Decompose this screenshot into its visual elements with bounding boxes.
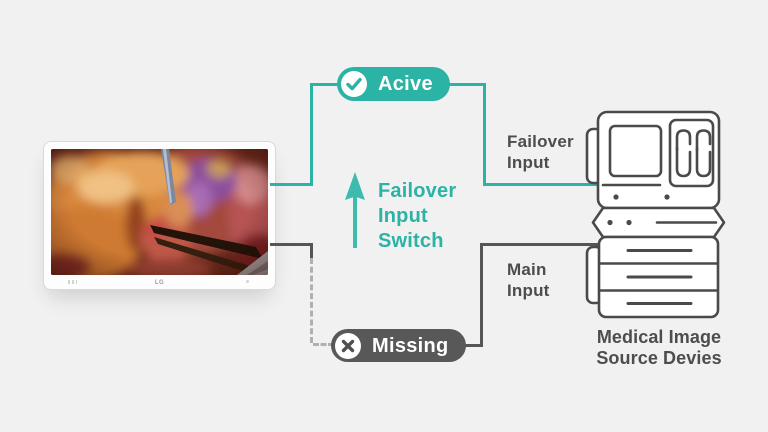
scope-connector-icon bbox=[695, 146, 712, 178]
failover-input-label: Failover Input bbox=[507, 132, 574, 172]
scope-connector-icon bbox=[695, 129, 712, 152]
missing-status-badge: Missing bbox=[331, 329, 466, 362]
failover-line-down bbox=[483, 83, 486, 186]
failover-line-up bbox=[310, 83, 313, 186]
monitor-screen bbox=[51, 149, 268, 275]
main-line-dashed-down bbox=[310, 258, 313, 343]
device-scope-panel bbox=[668, 118, 715, 188]
device-screen bbox=[608, 124, 663, 178]
main-line-from-badge bbox=[455, 344, 483, 347]
arrow-up-icon bbox=[345, 172, 365, 248]
bezel-indicator bbox=[246, 280, 249, 283]
main-line-to-device bbox=[480, 243, 600, 246]
x-circle-icon bbox=[335, 332, 361, 359]
surgical-monitor: LG bbox=[43, 141, 276, 290]
failover-line-from-monitor bbox=[270, 183, 313, 186]
active-status-badge: Acive bbox=[337, 67, 450, 101]
main-line-stub bbox=[310, 243, 313, 258]
main-line-from-monitor bbox=[270, 243, 313, 246]
missing-badge-label: Missing bbox=[372, 334, 449, 357]
active-badge-label: Acive bbox=[378, 73, 433, 95]
failover-line-to-device bbox=[483, 183, 600, 186]
lg-logo: LG bbox=[154, 280, 165, 286]
scope-connector-icon bbox=[675, 146, 692, 178]
failover-switch-label: Failover Input Switch bbox=[378, 180, 457, 252]
main-input-label: Main Input bbox=[507, 260, 550, 300]
device-label: Medical Image Source Devies bbox=[596, 327, 722, 368]
check-circle-icon bbox=[341, 71, 367, 97]
medical-image-source-device-icon bbox=[585, 110, 726, 319]
main-line-dashed-to-badge bbox=[313, 343, 334, 346]
scope-connector-icon bbox=[675, 129, 692, 152]
surgical-image bbox=[51, 149, 268, 275]
main-line-up bbox=[480, 243, 483, 347]
bezel-vent bbox=[68, 280, 77, 284]
